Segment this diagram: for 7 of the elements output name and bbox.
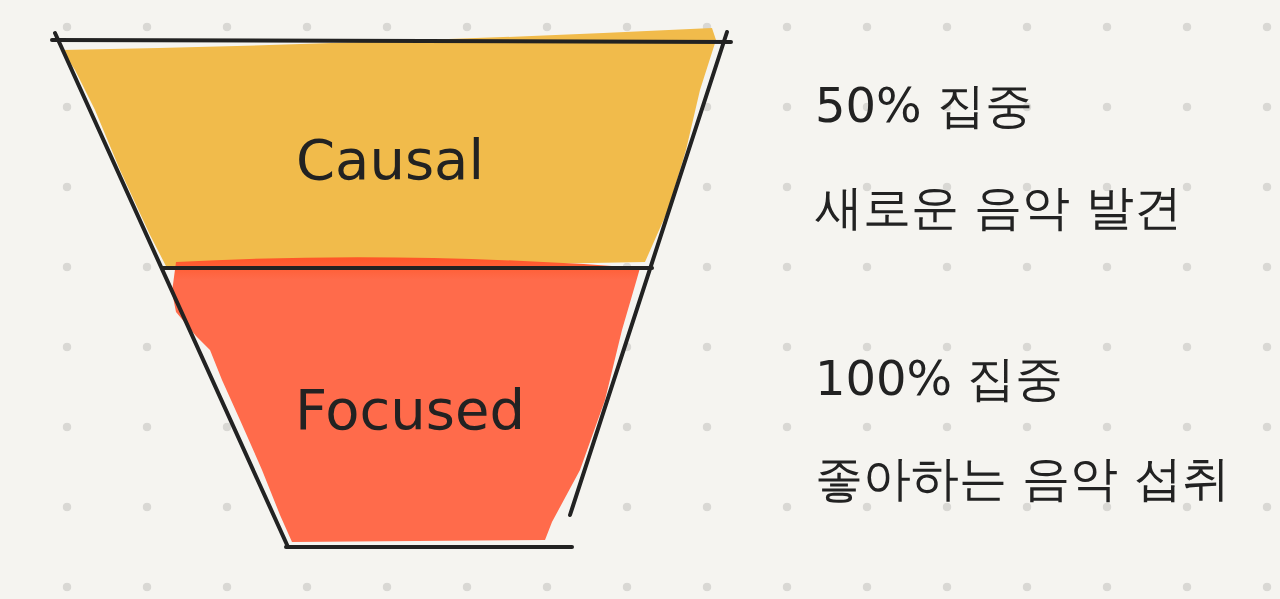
band-label: Focused <box>295 382 525 438</box>
side-note: 새로운 음악 발견 <box>815 183 1182 231</box>
funnel-band <box>172 254 640 542</box>
band-label: Causal <box>296 132 484 188</box>
side-note: 100% 집중 <box>815 354 1064 402</box>
side-note: 좋아하는 음악 섭취 <box>815 454 1230 502</box>
side-note: 50% 집중 <box>815 81 1033 129</box>
